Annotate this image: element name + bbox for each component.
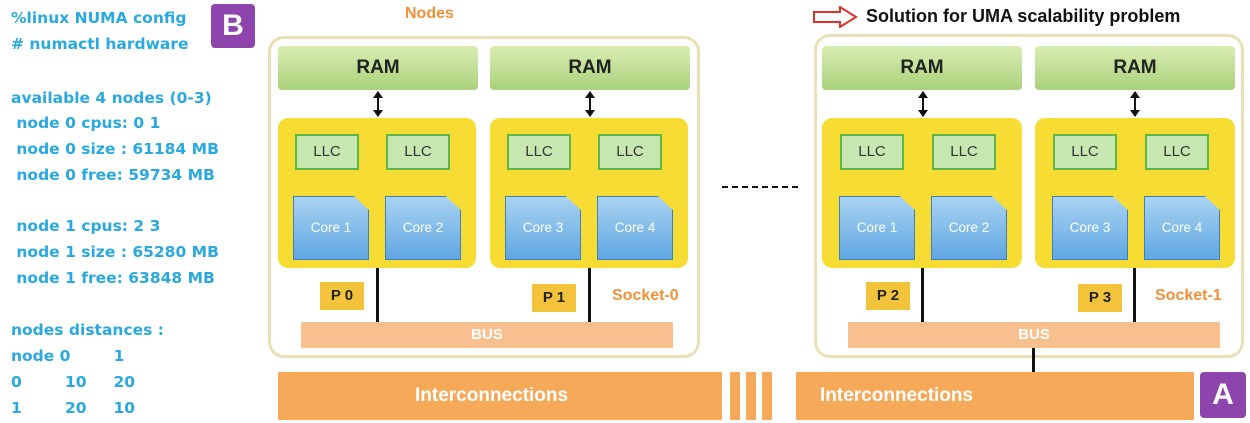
socket-label: Socket-0	[612, 287, 679, 304]
interconnect-segment	[746, 372, 756, 420]
double-arrow-icon	[585, 91, 595, 117]
processor-label: P 1	[532, 284, 576, 312]
config-line: # numactl hardware	[11, 35, 189, 53]
bus-bar: BUS	[301, 322, 673, 348]
interconnect-bar: Interconnections	[796, 372, 1194, 420]
processor-label: P 3	[1078, 284, 1122, 312]
ram-block: RAM	[278, 46, 478, 90]
bus-connector	[1133, 268, 1136, 322]
llc-cache: LLC	[507, 134, 571, 170]
badge-b: B	[211, 4, 255, 48]
ram-block: RAM	[822, 46, 1022, 90]
ram-block: RAM	[1035, 46, 1235, 90]
config-line: available 4 nodes (0-3)	[11, 89, 212, 107]
config-line: node 0 size : 61184 MB	[11, 140, 219, 158]
config-line: node 0 1	[11, 347, 125, 365]
nodes-label: Nodes	[405, 5, 454, 22]
bus-bar: BUS	[848, 322, 1220, 348]
llc-cache: LLC	[598, 134, 662, 170]
llc-cache: LLC	[386, 134, 450, 170]
llc-cache: LLC	[932, 134, 996, 170]
config-line: node 1 size : 65280 MB	[11, 243, 219, 261]
double-arrow-icon	[1130, 91, 1140, 117]
llc-cache: LLC	[1053, 134, 1117, 170]
interconnect-bar: Interconnections	[278, 372, 722, 420]
llc-cache: LLC	[840, 134, 904, 170]
config-line: 1 20 10	[11, 399, 136, 417]
config-line: node 1 cpus: 2 3	[11, 217, 161, 235]
config-line: node 0 cpus: 0 1	[11, 114, 161, 132]
arrow-right-icon	[813, 6, 858, 28]
cpu-core: Core 1	[293, 196, 369, 260]
bus-connector	[376, 268, 379, 322]
interconnect-segment	[730, 372, 740, 420]
cpu-core: Core 4	[1144, 196, 1220, 260]
processor-label: P 0	[320, 282, 364, 310]
ram-block: RAM	[490, 46, 690, 90]
llc-cache: LLC	[1145, 134, 1209, 170]
socket-label: Socket-1	[1155, 287, 1222, 304]
interconnect-segment	[762, 372, 772, 420]
cpu-core: Core 2	[385, 196, 461, 260]
cpu-core: Core 2	[931, 196, 1007, 260]
config-line: 0 10 20	[11, 373, 136, 391]
config-line: node 0 free: 59734 MB	[11, 166, 215, 184]
llc-cache: LLC	[295, 134, 359, 170]
processor-label: P 2	[866, 282, 910, 310]
badge-a: A	[1200, 372, 1246, 418]
config-line: node 1 free: 63848 MB	[11, 269, 215, 287]
diagram-title: Solution for UMA scalability problem	[866, 6, 1181, 26]
config-line: nodes distances :	[11, 321, 164, 339]
cpu-core: Core 3	[1052, 196, 1128, 260]
continuation-dashes	[722, 186, 798, 188]
double-arrow-icon	[373, 91, 383, 117]
cpu-core: Core 1	[839, 196, 915, 260]
config-line: %linux NUMA config	[11, 9, 187, 27]
double-arrow-icon	[918, 91, 928, 117]
cpu-core: Core 3	[505, 196, 581, 260]
bus-connector	[921, 268, 924, 322]
interconnect-connector	[1032, 348, 1035, 372]
bus-connector	[588, 268, 591, 322]
cpu-core: Core 4	[597, 196, 673, 260]
